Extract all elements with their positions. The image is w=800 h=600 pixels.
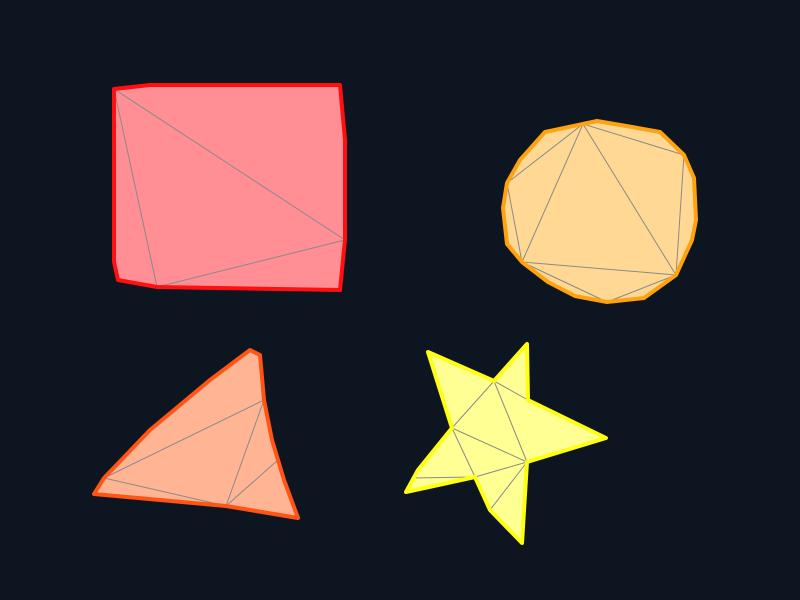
star-mesh-edge (474, 461, 528, 478)
square-shape (112, 83, 347, 292)
star-shape (404, 342, 608, 545)
circle-mesh-edge (506, 123, 584, 184)
circle-mesh (506, 123, 685, 303)
circle-mesh-edge (582, 123, 685, 156)
triangle-mesh-edge (225, 399, 265, 507)
star-mesh-edge (451, 427, 476, 478)
triangle-shape (92, 348, 300, 520)
circle-mesh-edge (606, 274, 677, 303)
square-fill (114, 85, 345, 290)
star-mesh-edge (451, 380, 495, 429)
circle-mesh-edge (582, 123, 677, 276)
triangle-fill (94, 350, 298, 518)
square-mesh-edge (156, 239, 346, 288)
circle-shape (501, 119, 698, 304)
star-fill (406, 344, 606, 543)
circle-mesh-edge (675, 154, 685, 276)
star-mesh-edge (493, 380, 528, 463)
square-mesh-edge (113, 88, 346, 241)
star-mesh-edge (451, 427, 528, 463)
square-mesh-edge (113, 88, 158, 288)
triangle-mesh-edge (103, 477, 227, 507)
star-mesh-edge (489, 461, 528, 511)
triangle-outline (92, 348, 300, 520)
circle-outline (501, 119, 698, 304)
square-outline (112, 83, 347, 292)
circle-mesh-edge (521, 123, 584, 263)
square-mesh (113, 88, 346, 288)
star-mesh-edge (493, 380, 529, 401)
triangle-mesh-edge (103, 399, 265, 479)
circle-mesh-edge (521, 261, 677, 276)
circle-mesh-edge (521, 261, 608, 303)
star-mesh-edge (411, 476, 476, 479)
circle-fill (503, 121, 696, 302)
triangle-mesh-edge (225, 459, 279, 507)
circle-mesh-edge (506, 182, 523, 263)
star-outline (404, 342, 608, 545)
